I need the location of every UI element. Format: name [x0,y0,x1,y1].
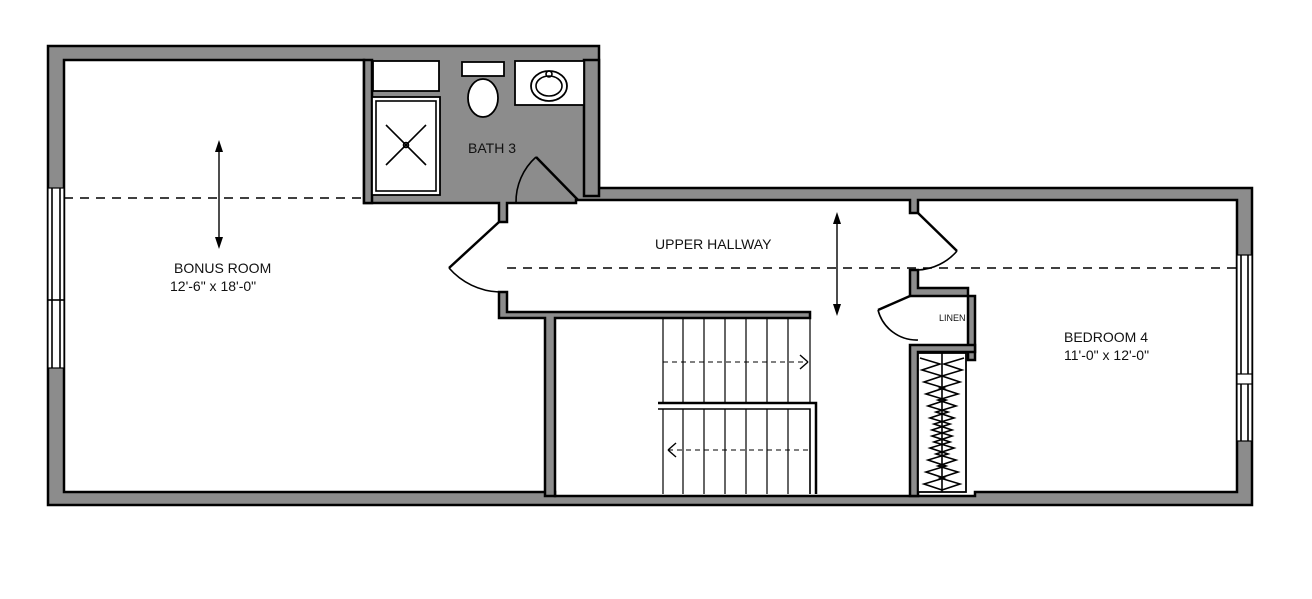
linen-wall [908,268,977,362]
bedroom-window [1236,254,1253,442]
bath-wall-east [582,58,601,198]
staircase [658,317,818,494]
bonus-room-name: BONUS ROOM [174,260,271,276]
bonus-room-dimensions: 12'-6" x 18'-0" [170,278,256,294]
bath-wall-west [362,58,374,205]
bonus-dimension-arrow [215,140,223,249]
bedroom4-dimensions: 11'-0" x 12'-0" [1064,347,1149,363]
exterior-wall [46,44,1254,507]
shower [371,96,441,196]
bedroom4-name: BEDROOM 4 [1064,329,1148,345]
hallway-dimension-arrow [833,212,841,316]
toilet [461,61,505,118]
bonus-room-window [47,187,65,369]
bath-door [515,156,579,204]
closet-hanging-rod [917,352,967,493]
bath3-name: BATH 3 [468,140,516,156]
hallway-wall-south-west [497,290,812,498]
linen-name: LINEN [939,313,966,323]
upper-hallway-name: UPPER HALLWAY [655,236,772,252]
linen-door [877,294,919,341]
bonus-room-door [448,221,500,293]
bedroom-door [917,212,958,271]
sink [514,60,585,106]
closet-wall [908,343,977,498]
bath-vanity-shelf [372,60,440,92]
